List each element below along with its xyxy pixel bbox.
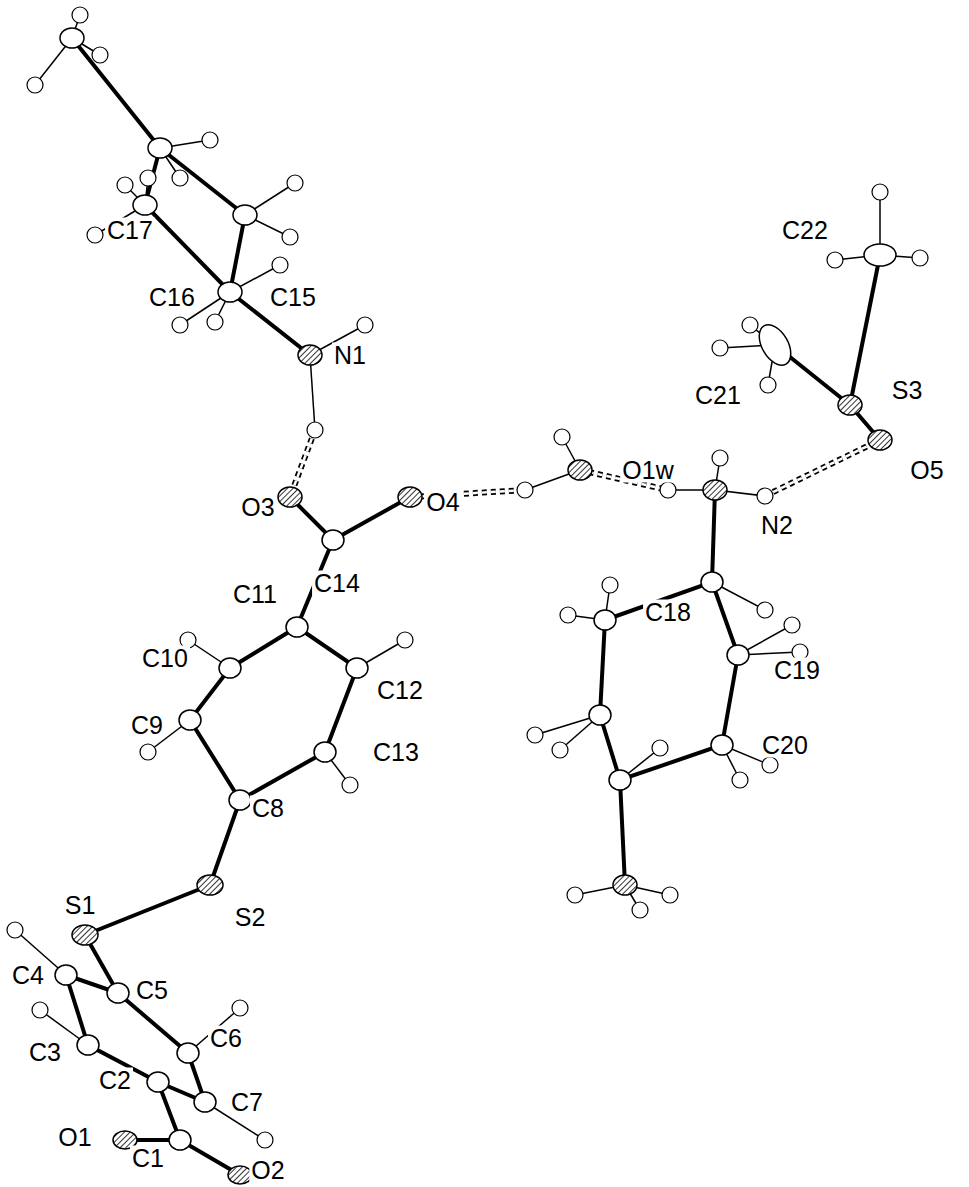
- atom-label: C17: [105, 218, 155, 243]
- atom-label: O1: [56, 1125, 93, 1150]
- atom-label: C18: [643, 600, 693, 625]
- atom-label: N2: [759, 513, 795, 538]
- atom-label: C3: [27, 1040, 63, 1065]
- atom-label: C7: [229, 1090, 265, 1115]
- atom-label: C4: [10, 963, 46, 988]
- atom-label: C22: [780, 218, 830, 243]
- atom-label: C20: [760, 733, 810, 758]
- atom-label: C10: [140, 646, 190, 671]
- atom-label: C15: [268, 285, 318, 310]
- atom-label: C2: [97, 1068, 133, 1093]
- atom-label: O4: [424, 490, 461, 515]
- atom-label: C19: [772, 658, 822, 683]
- atom-label: C6: [208, 1026, 244, 1051]
- atom-label: C13: [371, 740, 421, 765]
- atom-label: C5: [134, 978, 170, 1003]
- atom-label: S1: [63, 893, 98, 918]
- atom-label: O3: [239, 495, 276, 520]
- atom-label: O5: [908, 458, 945, 483]
- atom-label: C12: [375, 678, 425, 703]
- atom-label: C8: [250, 796, 286, 821]
- atom-label: C9: [129, 713, 165, 738]
- atom-label: C21: [693, 383, 743, 408]
- atom-label: N1: [332, 343, 368, 368]
- atom-label: S3: [890, 378, 925, 403]
- atom-label: C11: [231, 582, 279, 607]
- atom-label: C14: [312, 571, 362, 596]
- atom-label: C1: [130, 1146, 166, 1171]
- atom-label: C16: [147, 285, 197, 310]
- atom-label: S2: [233, 905, 268, 930]
- atom-label: O1w: [620, 458, 675, 483]
- atom-label: O2: [249, 1158, 286, 1183]
